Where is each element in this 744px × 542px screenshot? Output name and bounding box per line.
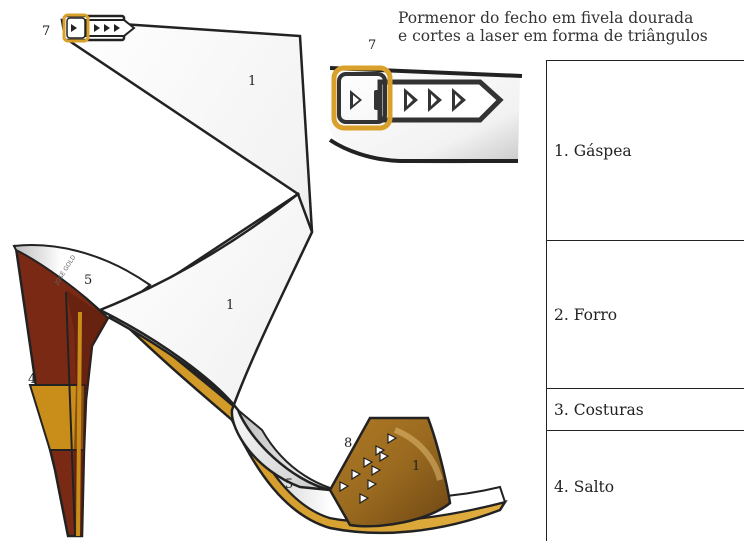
detail-caption: Pormenor do fecho em fivela dourada e co… [398, 9, 744, 45]
legend-label: 3. Costuras [554, 400, 644, 419]
callout-buckle: 7 [42, 24, 50, 39]
laser-cut-triangles [339, 433, 398, 505]
legend-item-salto: 4. Salto [547, 431, 744, 542]
components-legend: 1. Gáspea 2. Forro 3. Costuras 4. Salto [546, 60, 744, 541]
legend-label: 1. Gáspea [554, 141, 632, 160]
insole-front [237, 409, 507, 523]
buckle-detail [328, 65, 523, 164]
toe-strap [328, 416, 452, 528]
caption-line-2: e cortes a laser em forma de triângulos [398, 27, 708, 45]
legend-item-gaspea: 1. Gáspea [547, 61, 744, 241]
caption-line-1: Pormenor do fecho em fivela dourada [398, 9, 694, 27]
callout-insole-front: 5 [285, 477, 293, 492]
callout-insole-back: 5 [84, 273, 92, 288]
legend-item-forro: 2. Forro [547, 241, 744, 389]
insole-back [12, 244, 152, 320]
legend-item-costuras: 3. Costuras [547, 389, 744, 431]
vamp-strap [96, 191, 331, 492]
callout-detail-buckle: 7 [368, 38, 376, 53]
callout-strap-lower: 1 [226, 298, 234, 313]
legend-label: 2. Forro [554, 305, 618, 324]
callout-strap-upper: 1 [248, 74, 256, 89]
legend-label: 4. Salto [554, 477, 615, 496]
buckle-small [62, 13, 136, 43]
heel [14, 246, 110, 538]
callout-heel: 4 [28, 372, 36, 387]
callout-laser-cuts: 8 [344, 436, 352, 451]
callout-toe: 1 [412, 459, 420, 474]
